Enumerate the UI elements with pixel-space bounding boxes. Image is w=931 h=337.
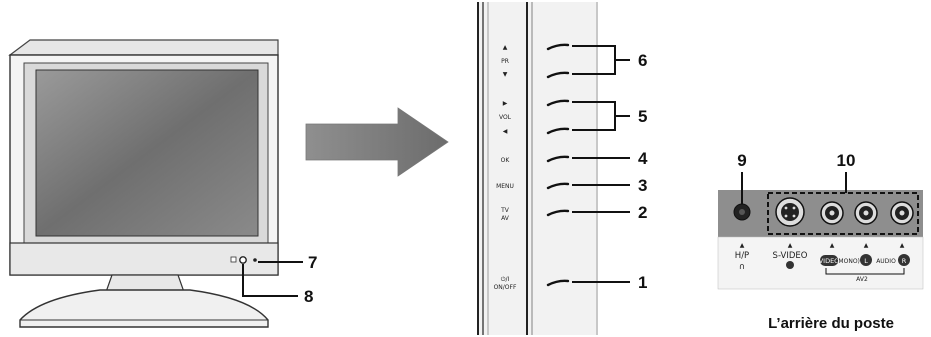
led-icon: [253, 258, 257, 262]
callout-label: 2: [638, 203, 647, 222]
callout-label: 7: [308, 253, 317, 272]
audio-label: AUDIO: [876, 258, 896, 265]
video-pill: [820, 255, 838, 266]
video-jack-icon: [820, 201, 844, 225]
pr-up-button: [546, 43, 570, 51]
callout-label: 8: [304, 287, 313, 306]
tv-av-button: [546, 209, 570, 217]
remote-sensor-icon: [230, 256, 237, 263]
mono-label: (MONO): [836, 258, 860, 265]
side-control-panel: ▲ PR ▼ ▶ VOL ◀ OK MENU TV AV ⏻/I ON/OFF: [477, 2, 598, 335]
callout-label: 5: [638, 107, 647, 126]
ok-label: OK: [501, 157, 511, 164]
headphone-icon: ∩: [739, 262, 745, 272]
callout-8: 8: [242, 264, 313, 306]
av2-bracket: [825, 268, 905, 275]
vol-down-button: [546, 127, 570, 135]
vol-left-icon: ◀: [503, 128, 508, 135]
callout-label: 9: [737, 151, 746, 170]
power-symbol-icon: ⏻/I: [501, 276, 510, 283]
power-indicator-icon: [239, 256, 247, 264]
power-label: ON/OFF: [494, 284, 517, 291]
callout-5: [572, 101, 630, 131]
svideo-label: S-VIDEO: [773, 251, 808, 261]
vol-label: VOL: [499, 114, 512, 121]
svg-text:▲: ▲: [740, 242, 745, 249]
tv-speaker-strip: [9, 242, 279, 276]
tv-screen: [35, 69, 259, 237]
pr-down-button: [546, 71, 570, 79]
tv-label: TV: [500, 207, 510, 214]
svg-text:▲: ▲: [900, 242, 905, 249]
callout-label: 6: [638, 51, 647, 70]
tv-monitor: [8, 39, 279, 328]
callout-7: 7: [258, 253, 317, 272]
r-label: R: [902, 257, 907, 265]
callout-6: [572, 45, 630, 75]
ok-button: [546, 155, 570, 163]
r-pill: [898, 254, 910, 266]
audio-left-jack-icon: [854, 201, 878, 225]
vol-right-icon: ▶: [503, 100, 508, 107]
tv-stand-base: [19, 289, 269, 328]
callout-label: 3: [638, 176, 647, 195]
svg-text:▲: ▲: [830, 242, 835, 249]
svg-text:▲: ▲: [788, 242, 793, 249]
pr-down-icon: ▼: [503, 71, 508, 78]
av-label: AV: [501, 215, 510, 222]
power-button: [546, 279, 570, 287]
menu-button: [546, 182, 570, 190]
callout-label: 1: [638, 273, 647, 292]
vol-up-button: [546, 99, 570, 107]
svideo-small-icon: [786, 261, 794, 269]
l-label: L: [864, 257, 868, 265]
av2-label: AV2: [856, 276, 868, 283]
right-arrow-icon: [305, 107, 449, 177]
svg-text:▲: ▲: [864, 242, 869, 249]
pr-label: PR: [501, 58, 509, 65]
hp-label: H/P: [735, 251, 749, 261]
pr-up-icon: ▲: [503, 44, 508, 51]
video-label: VIDEO: [819, 257, 840, 265]
callout-label: 4: [638, 149, 648, 168]
l-pill: [860, 254, 872, 266]
rear-caption: L’arrière du poste: [768, 315, 894, 332]
av2-group-outline: [767, 192, 919, 235]
rear-panel: ▲ H/P ∩ ▲ S-VIDEO ▲ ▲ ▲ VIDEO (MONO) L A…: [717, 190, 924, 290]
callout-label: 10: [837, 151, 856, 170]
audio-right-jack-icon: [890, 201, 914, 225]
menu-label: MENU: [496, 183, 514, 190]
